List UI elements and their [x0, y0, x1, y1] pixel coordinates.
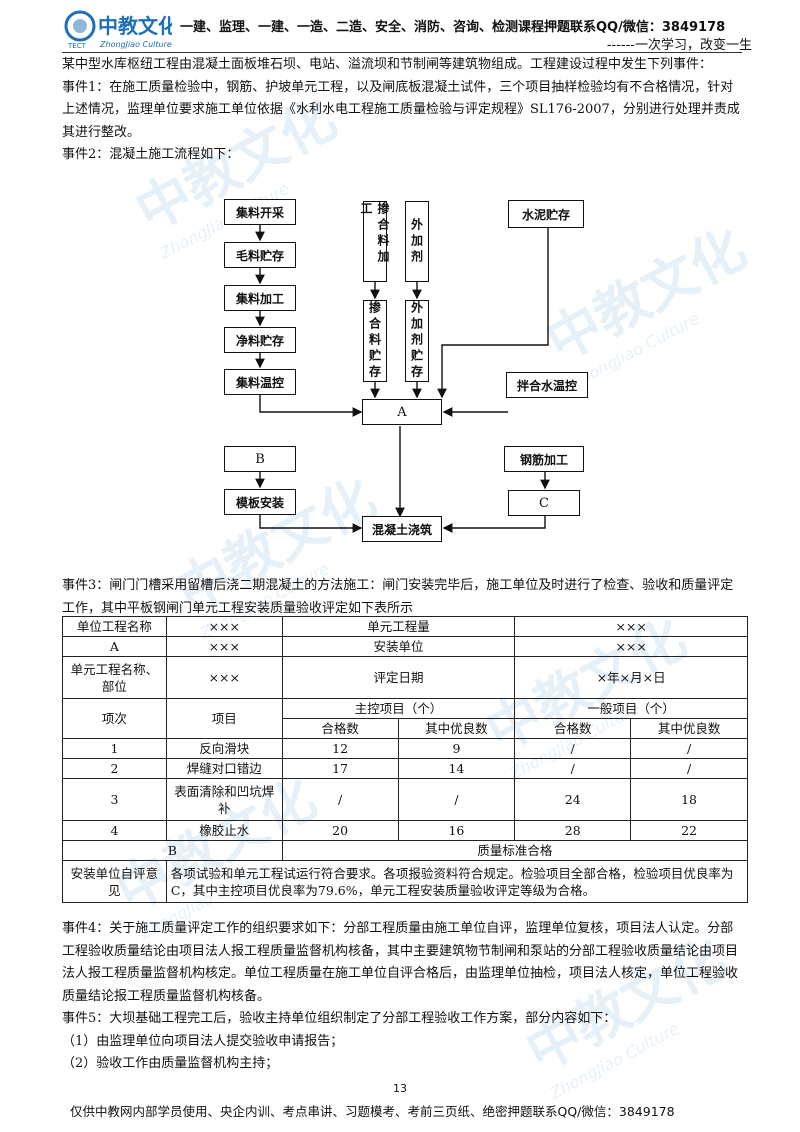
- table-header: 其中优良数: [630, 718, 748, 739]
- flow-concrete-pouring: 混凝土浇筑: [362, 516, 442, 542]
- table-row: 安装单位自评意见 各项试验和单元工程试运行符合要求。各项报验资料符合规定。检验项…: [62, 860, 749, 903]
- flow-raw-storage: 毛料贮存: [224, 242, 296, 268]
- table-cell: 单位工程名称: [62, 616, 167, 637]
- table-row: B 质量标准合格: [62, 840, 749, 861]
- table-cell: 橡胶止水: [165, 820, 283, 841]
- table-cell: 1: [62, 738, 167, 759]
- event5-paragraph: 事件5：大坝基础工程完工后，验收主持单位组织制定了分部工程验收工作方案，部分内容…: [62, 1011, 617, 1026]
- flow-additive: 外加剂: [405, 201, 429, 282]
- intro-paragraph: 某中型水库枢纽工程由混凝土面板堆石坝、电站、溢流坝和节制闸等建筑物组成。工程建设…: [62, 57, 713, 72]
- svg-text:中教文化: 中教文化: [98, 14, 172, 38]
- flow-rebar-processing: 钢筋加工: [504, 446, 584, 472]
- table-header: 其中优良数: [397, 718, 516, 739]
- page-footer: 仅供中教网内部学员使用、央企内训、考点串讲、习题模考、考前三页纸、绝密押题联系Q…: [70, 1104, 675, 1119]
- table-row: 单元工程名称、部位 ××× 评定日期 ×年×月×日: [62, 656, 748, 699]
- list-item: （2）验收工作由质量监督机构主持；: [62, 1056, 279, 1071]
- table-cell: 12: [281, 738, 399, 759]
- table-cell: /: [281, 778, 399, 821]
- intro-block: 某中型水库枢纽工程由混凝土面板堆石坝、电站、溢流坝和节制闸等建筑物组成。工程建设…: [62, 54, 742, 167]
- flow-node-a: A: [362, 399, 442, 425]
- flow-node-c: C: [508, 490, 580, 516]
- event2-paragraph: 事件2：混凝土施工流程如下：: [62, 147, 240, 162]
- event4-paragraph: 事件4：关于施工质量评定工作的组织要求如下：分部工程质量由施工单位自评，监理单位…: [62, 921, 739, 1004]
- event3-paragraph: 事件3：闸门门槽采用留槽后浇二期混凝土的方法施工：闸门安装完毕后，施工单位及时进…: [62, 578, 734, 616]
- flow-admixture-processing: 掺合料加工: [359, 201, 390, 282]
- table-row: 3 表面清除和凹坑焊补 / / 24 18: [62, 778, 748, 821]
- flow-aggregate-temp: 集料温控: [224, 369, 296, 395]
- table-cell: 9: [397, 738, 516, 759]
- flow-aggregate-processing: 集料加工: [224, 285, 296, 311]
- flow-node-b: B: [224, 446, 296, 472]
- table-cell: 24: [514, 778, 632, 821]
- flow-additive-storage: 外加剂贮存: [405, 300, 429, 382]
- table-cell: B: [62, 840, 283, 861]
- table-row: 2 焊缝对口错边 17 14 / /: [62, 758, 748, 779]
- table-cell: 2: [62, 758, 167, 779]
- table-cell: 17: [281, 758, 399, 779]
- table-cell: 14: [397, 758, 516, 779]
- table-row: A ××× 安装单位 ×××: [62, 636, 748, 657]
- table-cell: /: [514, 758, 632, 779]
- table-header: 一般项目（个）: [514, 698, 748, 719]
- table-header: 合格数: [281, 718, 399, 739]
- table-cell: 22: [630, 820, 748, 841]
- table-cell: ×年×月×日: [514, 656, 748, 699]
- table-cell: 单元工程名称、部位: [62, 656, 167, 699]
- table-cell: ×××: [165, 656, 283, 699]
- header-divider: [62, 52, 742, 53]
- table-cell: 各项试验和单元工程试运行符合要求。各项报验资料符合规定。检验项目全部合格，检验项…: [165, 860, 749, 903]
- table-row: 单位工程名称 ××× 单元工程量 ×××: [62, 616, 748, 637]
- table-cell: 16: [397, 820, 516, 841]
- table-header: 项次: [62, 698, 167, 739]
- table-cell: 3: [62, 778, 167, 821]
- table-header-row: 合格数 其中优良数 合格数 其中优良数: [63, 718, 748, 739]
- table-cell: 评定日期: [281, 656, 516, 699]
- svg-text:ZhongJiao Culture: ZhongJiao Culture: [99, 40, 172, 49]
- svg-text:TECT: TECT: [67, 42, 87, 50]
- event1-paragraph: 事件1：在施工质量检验中，钢筋、护坡单元工程，以及闸底板混凝土试件，三个项目抽样…: [62, 79, 740, 140]
- table-cell: 安装单位自评意见: [62, 860, 167, 903]
- page-number: 13: [393, 1082, 407, 1095]
- table-cell: /: [630, 738, 748, 759]
- table-cell: 28: [514, 820, 632, 841]
- header-contact: 一建、监理、一建、一造、二造、安全、消防、咨询、检测课程押题联系QQ/微信：38…: [180, 20, 726, 35]
- table-cell: 焊缝对口错边: [165, 758, 283, 779]
- table-cell: ×××: [165, 616, 283, 637]
- flowchart-arrows: [255, 225, 550, 533]
- table-row: 4 橡胶止水 20 16 28 22: [62, 820, 748, 841]
- table-cell: 18: [630, 778, 748, 821]
- table-cell: /: [514, 738, 632, 759]
- flow-cement-storage: 水泥贮存: [508, 200, 584, 228]
- table-cell: /: [630, 758, 748, 779]
- table-header: 主控项目（个）: [281, 698, 516, 719]
- table-cell: 安装单位: [281, 636, 516, 657]
- list-item: （1）由监理单位向项目法人提交验收申请报告；: [62, 1033, 344, 1049]
- table-cell: 反向滑块: [165, 738, 283, 759]
- table-cell: 20: [281, 820, 399, 841]
- table-row: 1 反向滑块 12 9 / /: [62, 738, 748, 759]
- table-cell: 4: [62, 820, 167, 841]
- page-header: 中教文化 TECT ZhongJiao Culture 一建、监理、一建、一造、…: [62, 6, 752, 53]
- flow-aggregate-mining: 集料开采: [224, 199, 296, 225]
- flow-formwork-install: 模板安装: [224, 489, 296, 515]
- flow-clean-storage: 净料贮存: [224, 327, 296, 353]
- table-cell: 表面清除和凹坑焊补: [165, 778, 283, 821]
- flow-admixture-storage: 掺合料贮存: [363, 300, 387, 382]
- table-cell: ×××: [165, 636, 283, 657]
- table-cell: ×××: [514, 616, 748, 637]
- table-header: 项目: [165, 698, 283, 739]
- quality-evaluation-table: 单位工程名称 ××× 单元工程量 ××× A ××× 安装单位 ××× 单元工程…: [62, 616, 749, 903]
- events-4-5-block: 事件4：关于施工质量评定工作的组织要求如下：分部工程质量由施工单位自评，监理单位…: [62, 918, 742, 1076]
- table-cell: A: [62, 636, 167, 657]
- table-cell: ×××: [514, 636, 748, 657]
- logo-icon: 中教文化 TECT ZhongJiao Culture: [64, 10, 172, 50]
- table-cell: /: [397, 778, 516, 821]
- table-cell: 质量标准合格: [281, 840, 749, 861]
- table-cell: 单元工程量: [281, 616, 516, 637]
- header-slogan: ------一次学习，改变一生: [606, 38, 752, 53]
- table-header-row: 项次 项目 主控项目（个） 一般项目（个）: [62, 698, 748, 739]
- flow-water-temp: 拌合水温控: [506, 372, 588, 398]
- table-header: 合格数: [514, 718, 632, 739]
